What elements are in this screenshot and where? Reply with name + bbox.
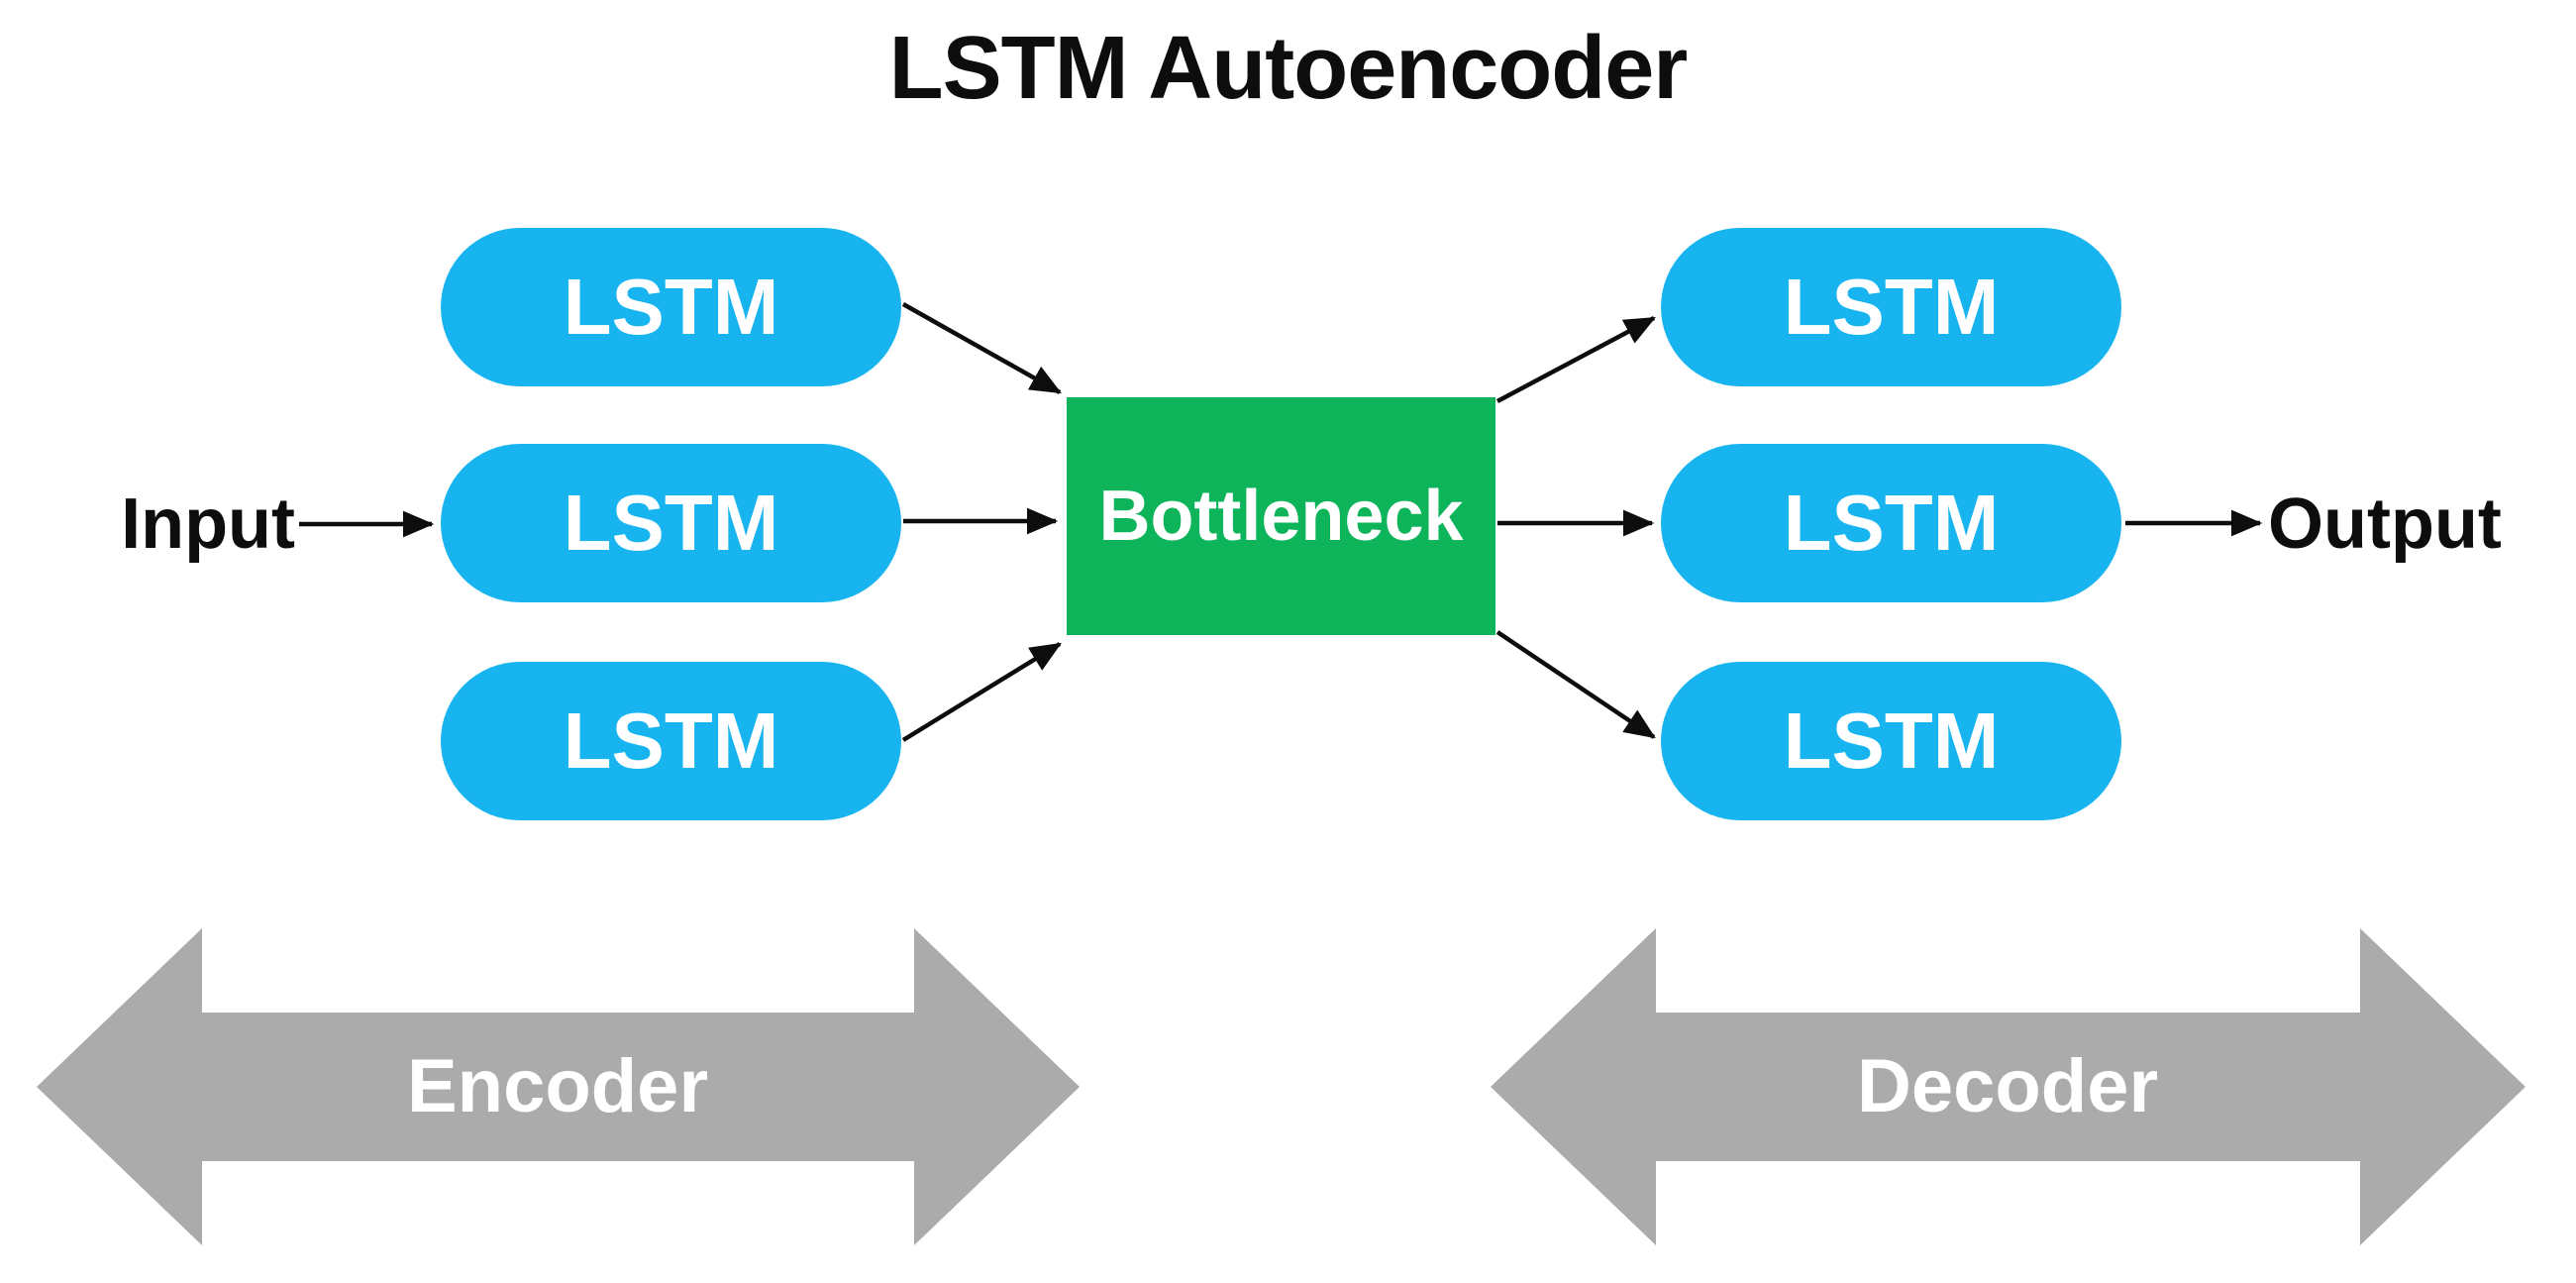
output-label: Output xyxy=(2268,484,2502,564)
encoder-top-to-bottleneck-arrow xyxy=(901,302,1062,394)
bottleneck-label: Bottleneck xyxy=(1098,477,1464,556)
decoder-lstm-cell-1-label: LSTM xyxy=(1783,263,2000,351)
encoder-bottom-to-bottleneck-arrow xyxy=(901,642,1062,742)
encoder-lstm-cell-1-label: LSTM xyxy=(563,263,779,351)
decoder-lstm-cell-2: LSTM xyxy=(1661,444,2121,602)
decoder-lstm-cell-2-label: LSTM xyxy=(1783,479,2000,567)
input-label: Input xyxy=(121,484,295,564)
decoder-double-arrow xyxy=(1491,928,2525,1245)
encoder-lstm-cell-2: LSTM xyxy=(441,444,901,602)
decoder-lstm-cell-1: LSTM xyxy=(1661,228,2121,386)
encoder-double-arrow xyxy=(37,928,1080,1245)
encoder-lstm-cell-3: LSTM xyxy=(441,662,901,820)
encoder-band-label: Encoder xyxy=(406,1044,709,1128)
decoder-lstm-cell-3: LSTM xyxy=(1661,662,2121,820)
encoder-lstm-cell-1: LSTM xyxy=(441,228,901,386)
encoder-lstm-cell-2-label: LSTM xyxy=(563,479,779,567)
encoder-lstm-cell-3-label: LSTM xyxy=(563,696,779,785)
bottleneck-to-decoder-top-arrow xyxy=(1495,316,1656,403)
diagram-title: LSTM Autoencoder xyxy=(888,19,1689,118)
decoder-band-label: Decoder xyxy=(1856,1044,2159,1128)
bottleneck-to-decoder-bottom-arrow xyxy=(1495,630,1656,739)
decoder-lstm-cell-3-label: LSTM xyxy=(1783,696,2000,785)
bottleneck-box: Bottleneck xyxy=(1067,397,1495,635)
